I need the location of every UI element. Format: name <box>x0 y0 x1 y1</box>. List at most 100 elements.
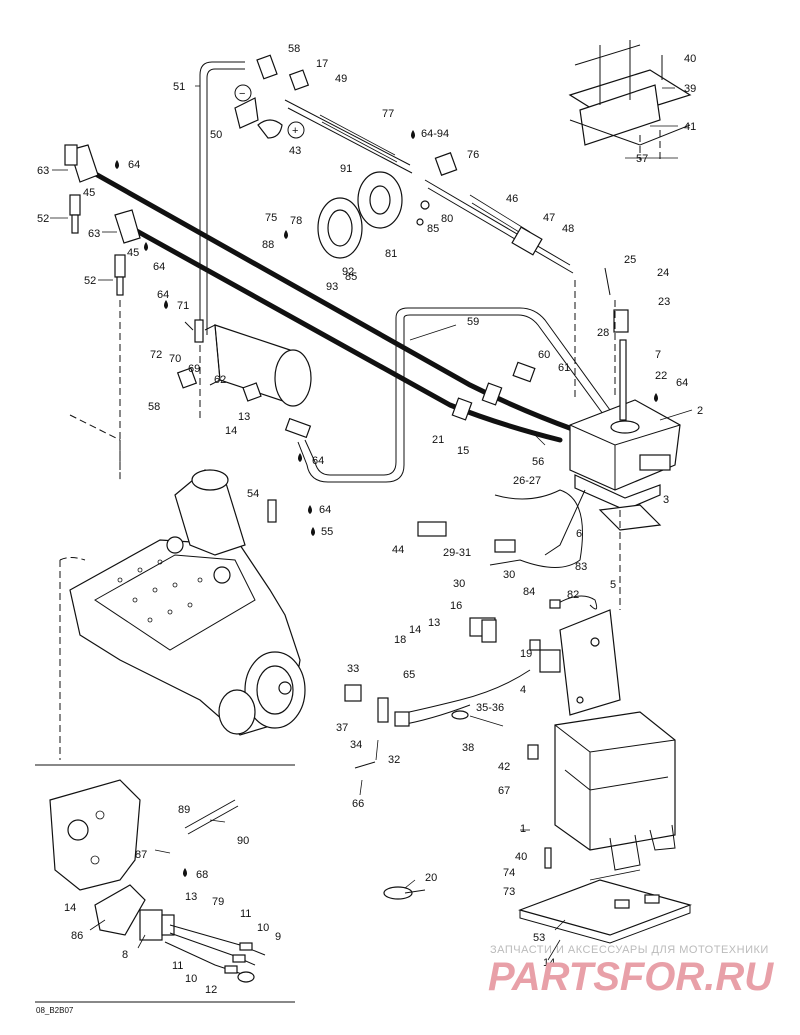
callout-14: 14 <box>64 902 76 914</box>
starter-motor <box>204 324 312 407</box>
strap-20 <box>383 886 426 900</box>
callout-14: 14 <box>225 425 237 437</box>
callout-38: 38 <box>462 742 474 754</box>
callout-42: 42 <box>498 761 510 773</box>
cable-46 <box>424 179 574 274</box>
callout-64: 64 <box>676 377 688 389</box>
spark-plug-cap-upper <box>64 144 99 183</box>
callout-82: 82 <box>567 589 579 601</box>
pulley-91 <box>357 171 403 229</box>
callout-47: 47 <box>543 212 555 224</box>
connector-44 <box>417 521 447 537</box>
callout-54: 54 <box>247 488 259 500</box>
callout-14: 14 <box>543 957 555 969</box>
ignition-cables <box>89 169 578 443</box>
spark-plug-cap-lower <box>114 209 141 244</box>
connector-29-31 <box>494 539 516 553</box>
callout-1: 1 <box>520 823 526 835</box>
leader-lines <box>50 85 693 961</box>
callout-80: 80 <box>441 213 453 225</box>
callout-10: 10 <box>185 973 197 985</box>
drop-icon <box>308 505 312 514</box>
engine-bolt-pattern <box>117 559 203 623</box>
callout-41: 41 <box>684 121 696 133</box>
callout-19: 19 <box>520 648 532 660</box>
callout-78: 78 <box>290 215 302 227</box>
callout-68: 68 <box>196 869 208 881</box>
callout-74: 74 <box>503 867 515 879</box>
drop-icon <box>183 868 187 877</box>
callout-75: 75 <box>265 212 277 224</box>
callout-13: 13 <box>428 617 440 629</box>
plate-92 <box>317 197 363 259</box>
callout-86: 86 <box>71 930 83 942</box>
callout-43: 43 <box>289 145 301 157</box>
callout-2: 2 <box>697 405 703 417</box>
solenoid-16 <box>469 617 497 643</box>
callout-56: 56 <box>532 456 544 468</box>
callout-25: 25 <box>624 254 636 266</box>
callout-64: 64 <box>153 261 165 273</box>
callout-46: 46 <box>506 193 518 205</box>
callout-64: 64 <box>128 159 140 171</box>
minus-circle-icon <box>234 84 252 102</box>
callout-49: 49 <box>335 73 347 85</box>
callout-labels: 58 17 49 51 50 43 77 64-94 40 39 41 57 6… <box>37 43 703 996</box>
callout-35-36: 35-36 <box>476 702 504 714</box>
callout-52: 52 <box>37 213 49 225</box>
callout-57: 57 <box>636 153 648 165</box>
callout-17: 17 <box>316 58 328 70</box>
assembly-guide-lines <box>59 130 661 760</box>
callout-45: 45 <box>127 247 139 259</box>
callout-63: 63 <box>88 228 100 240</box>
callout-89: 89 <box>178 804 190 816</box>
minus-symbol: − <box>239 88 245 100</box>
callout-9: 9 <box>275 931 281 943</box>
callout-53: 53 <box>533 932 545 944</box>
callout-44: 44 <box>392 544 404 556</box>
callout-37: 37 <box>336 722 348 734</box>
box-2 <box>569 399 681 491</box>
callout-65: 65 <box>403 669 415 681</box>
spark-plug-lower <box>114 254 126 296</box>
callout-88: 88 <box>262 239 274 251</box>
drop-icon <box>284 230 288 239</box>
callout-73: 73 <box>503 886 515 898</box>
callout-69: 69 <box>188 363 200 375</box>
strap-6 <box>598 504 662 531</box>
connector-8 <box>139 909 175 941</box>
cable-77 <box>284 99 413 174</box>
callout-20: 20 <box>425 872 437 884</box>
callout-3: 3 <box>663 494 669 506</box>
callout-76: 76 <box>467 149 479 161</box>
callout-12: 12 <box>205 984 217 996</box>
lubricant-drop-icons <box>115 130 658 877</box>
callout-26-27: 26-27 <box>513 475 541 487</box>
callout-60: 60 <box>538 349 550 361</box>
callout-24: 24 <box>657 267 669 279</box>
callout-30: 30 <box>453 578 465 590</box>
callout-5: 5 <box>610 579 616 591</box>
callout-87: 87 <box>135 849 147 861</box>
polarity-symbols: − + <box>234 84 305 139</box>
callout-62: 62 <box>214 374 226 386</box>
callout-23: 23 <box>658 296 670 308</box>
callout-63: 63 <box>37 165 49 177</box>
callout-11: 11 <box>240 908 251 920</box>
battery <box>554 711 676 871</box>
drop-icon <box>654 393 658 402</box>
callout-67: 67 <box>498 785 510 797</box>
watermark-logo: PARTSFOR.RU <box>488 955 774 999</box>
watermark: ЗАПЧАСТИ И АКСЕССУАРЫ ДЛЯ МОТОТЕХНИКИ PA… <box>488 944 774 999</box>
callout-58: 58 <box>288 43 300 55</box>
battery-bracket <box>568 40 692 146</box>
callout-14: 14 <box>409 624 421 636</box>
callout-59: 59 <box>467 316 479 328</box>
small-parts <box>176 54 629 869</box>
callout-64: 64 <box>312 455 324 467</box>
callout-72: 72 <box>150 349 162 361</box>
plate-5 <box>559 609 621 716</box>
callout-29-31: 29-31 <box>443 547 471 559</box>
callout-84: 84 <box>523 586 535 598</box>
callout-52: 52 <box>84 275 96 287</box>
